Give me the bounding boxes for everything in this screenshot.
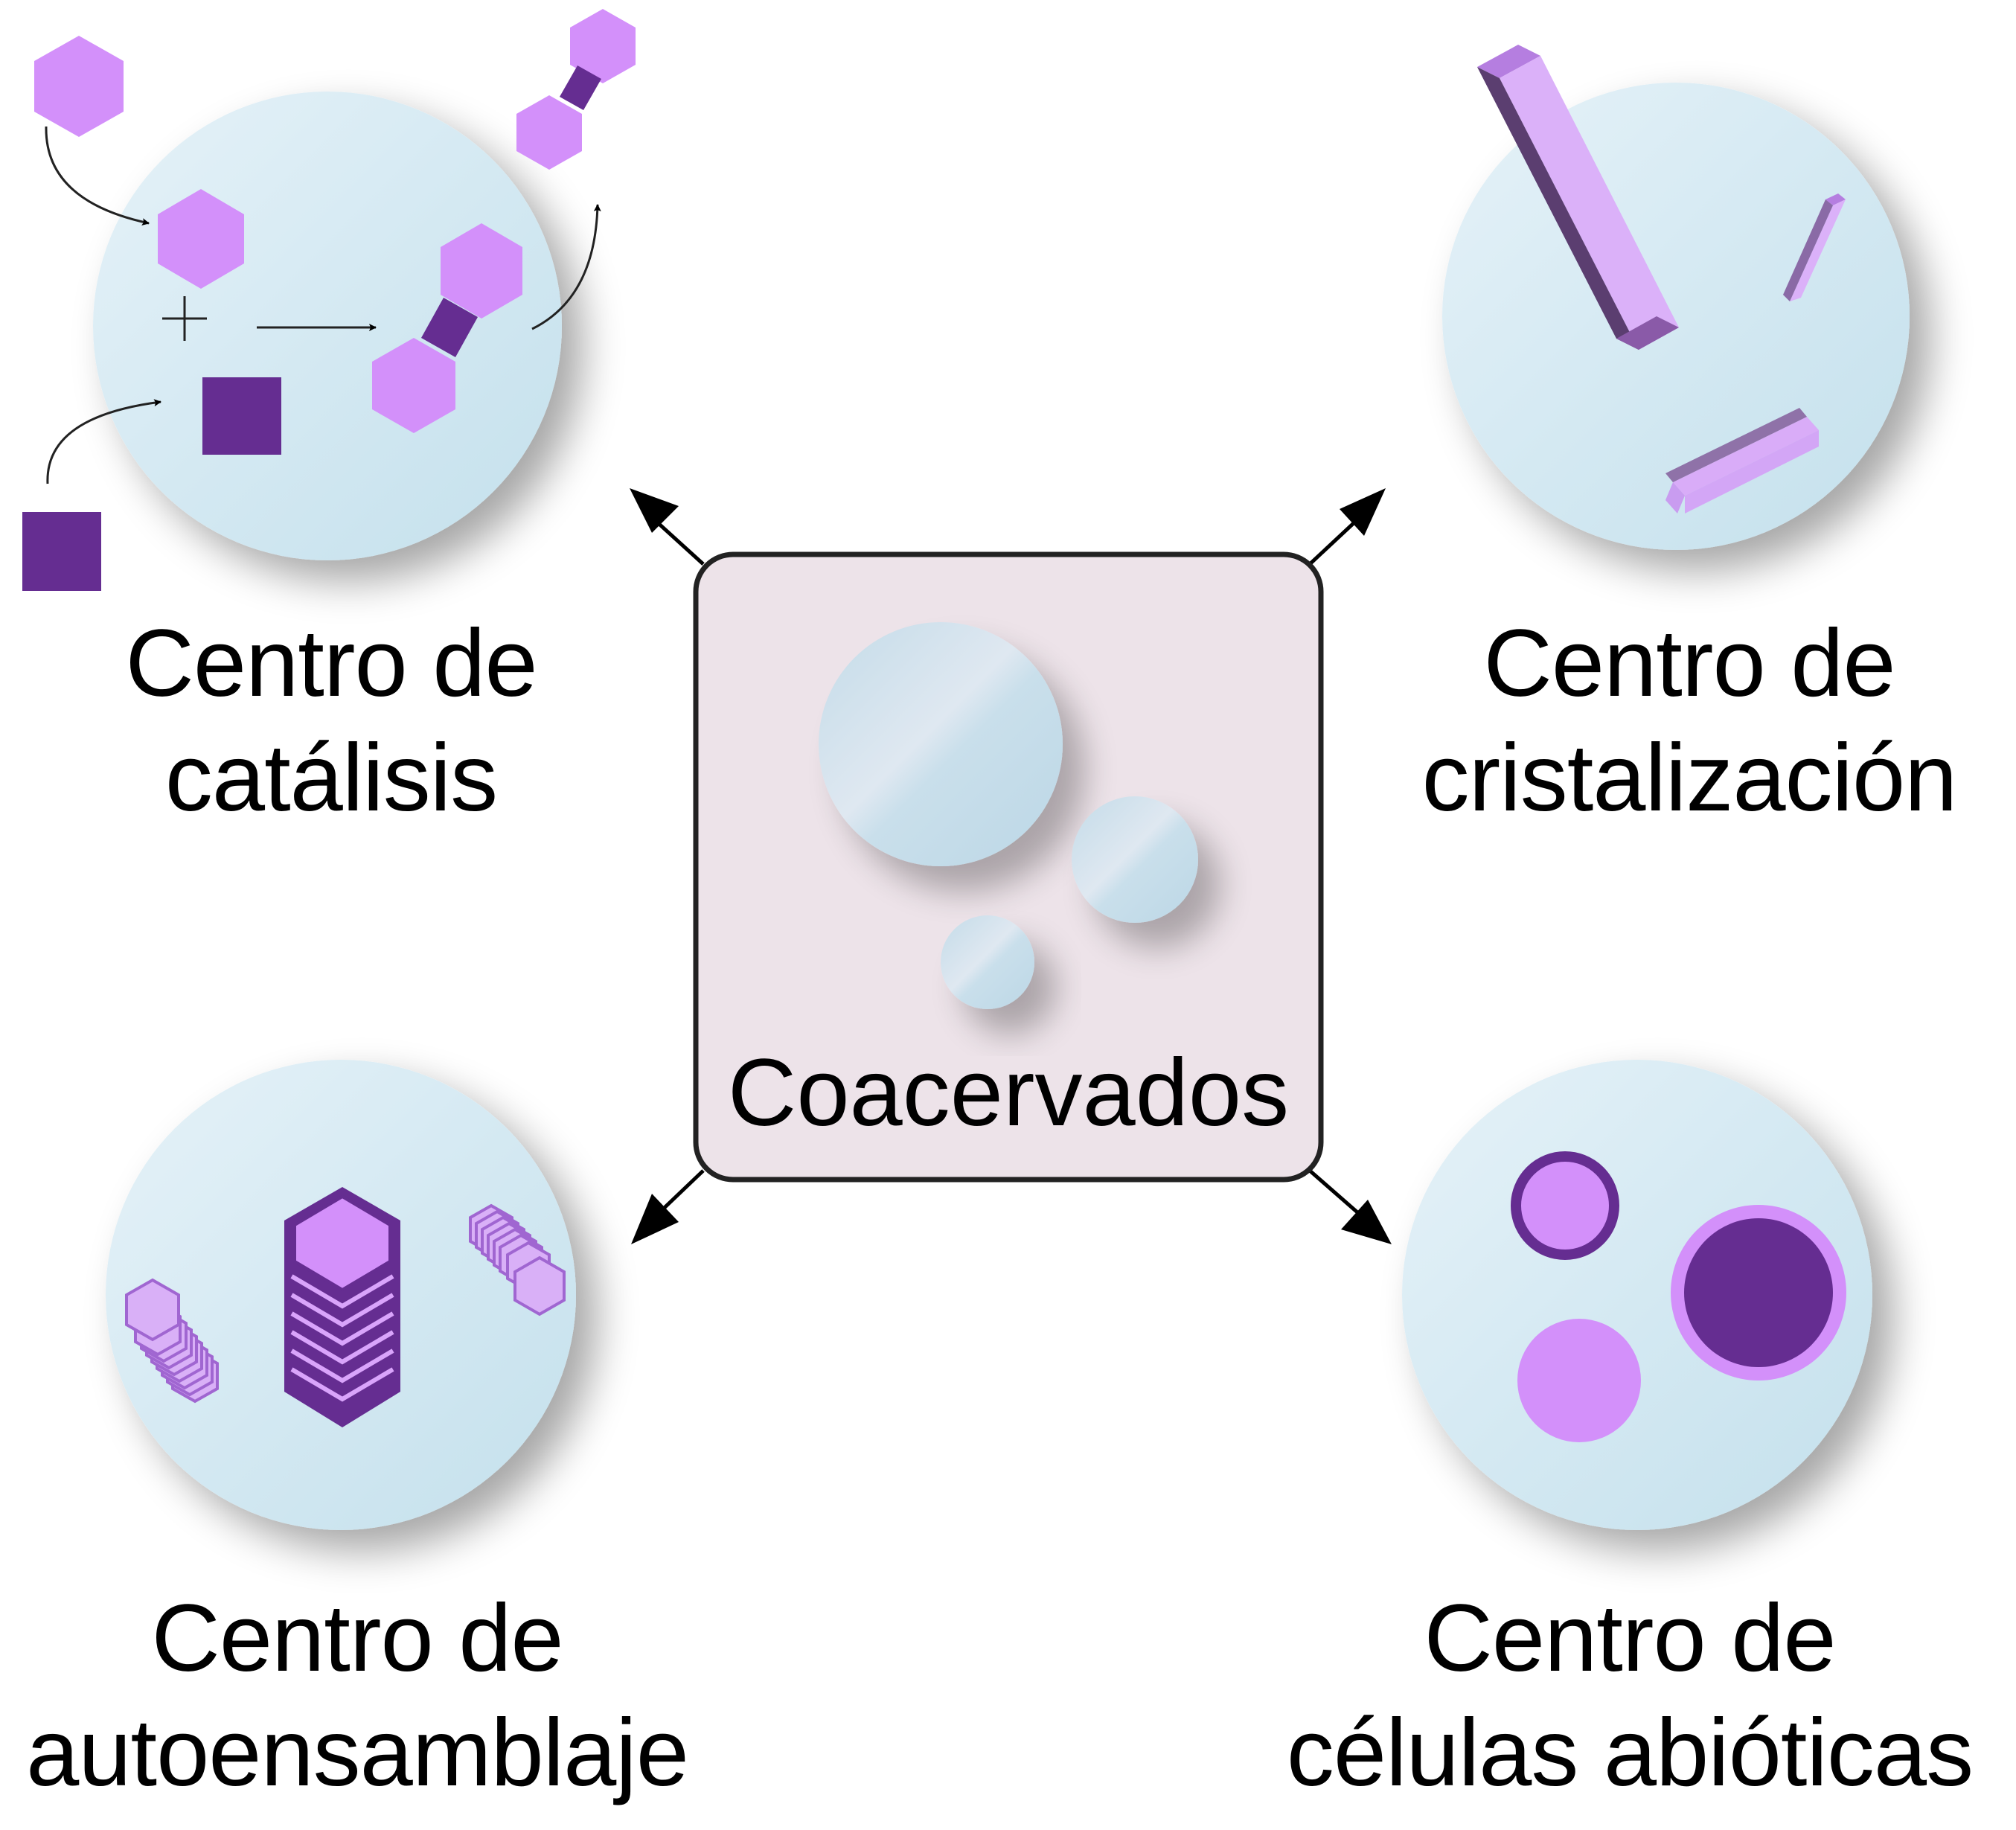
stacked-hexagon-icon (125, 1278, 219, 1404)
crystallization-caption-line2: cristalización (1421, 724, 1958, 831)
dimer-product-icon (516, 9, 636, 170)
protocell-icon (1517, 1319, 1641, 1442)
coacervate-droplet-medium (1072, 796, 1198, 923)
self-assembly-caption-line1: Centro de (151, 1585, 563, 1692)
catalysis-caption-line1: Centro de (125, 610, 537, 717)
stacked-hexagon-icon (284, 1187, 400, 1427)
crystal-rod-icon (1783, 193, 1846, 301)
arrowhead-crystallization-icon (1340, 488, 1386, 536)
abiotic-cells-caption-line2: células abióticas (1286, 1699, 1974, 1806)
incoming-arrow-icon (45, 126, 150, 225)
crystallization-caption-line1: Centro de (1483, 610, 1895, 717)
arrowhead-self-assembly-icon (631, 1194, 679, 1244)
catalysis-caption: Centro de catálisis (30, 607, 633, 835)
dimer-product-icon (372, 223, 522, 433)
abiotic-cells-caption: Centro de células abióticas (1258, 1581, 2002, 1810)
self-assembly-node (106, 1060, 576, 1530)
protocell-icon (1511, 1151, 1619, 1260)
square-monomer-icon (202, 377, 281, 455)
arrowhead-abiotic-icon (1341, 1200, 1392, 1244)
self-assembly-caption: Centro de autoensamblaje (0, 1581, 714, 1810)
stacked-hexagon-icon (469, 1203, 566, 1316)
crystal-rod-icon (1477, 45, 1679, 350)
abiotic-cells-node (1402, 1060, 1872, 1530)
arrowhead-catalysis-icon (630, 488, 679, 533)
hexagon-monomer-icon (34, 36, 124, 137)
catalysis-droplet (93, 92, 562, 560)
square-monomer-icon (22, 512, 101, 591)
hexagon-monomer-icon (158, 189, 244, 289)
crystal-rod-icon (1665, 408, 1819, 514)
arrow-to-abiotic (1308, 1169, 1365, 1219)
catalysis-node (22, 9, 636, 591)
outgoing-arrow-icon (531, 204, 601, 330)
abiotic-cells-caption-line1: Centro de (1424, 1585, 1836, 1692)
coacervates-center (693, 551, 1324, 1183)
catalysis-caption-line2: catálisis (164, 724, 498, 831)
protocell-icon (1684, 1218, 1833, 1367)
self-assembly-caption-line2: autoensamblaje (26, 1699, 689, 1806)
crystallization-node (1442, 45, 1910, 550)
crystallization-caption: Centro de cristalización (1384, 607, 1994, 835)
coacervate-droplet-large (819, 622, 1063, 866)
center-label: Coacervados (727, 1040, 1290, 1146)
coacervate-droplet-small (941, 915, 1034, 1009)
connector-arrows (630, 488, 1392, 1244)
incoming-arrow-icon (46, 399, 161, 484)
